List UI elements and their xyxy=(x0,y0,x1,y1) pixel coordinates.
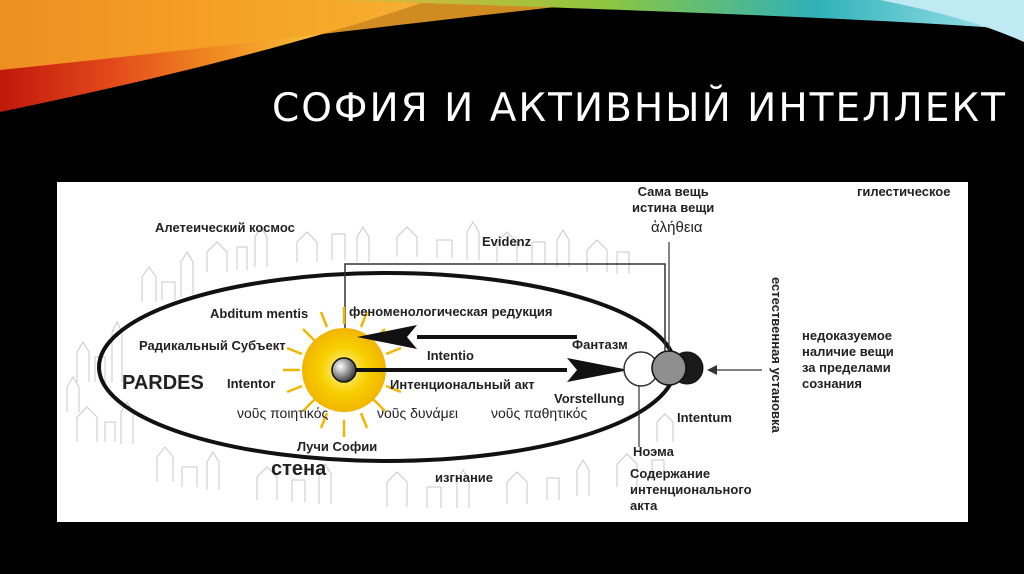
label-exile: изгнание xyxy=(435,470,493,485)
label-fantasm: Фантазм xyxy=(572,337,628,352)
label-nous-poietikos: νοῦς ποιητικός xyxy=(237,406,328,421)
banner-orange-stripe xyxy=(0,0,620,70)
label-radical-subject: Радикальный Субъект xyxy=(139,338,286,353)
label-rays-of-sophia: Лучи Софии xyxy=(297,439,377,454)
intentional-act-arrowhead xyxy=(567,358,629,382)
label-intentum: Intentum xyxy=(677,410,732,425)
label-aletheia: ἀλήθεια xyxy=(651,220,703,235)
label-abditum-mentis: Abditum mentis xyxy=(210,306,308,321)
thing-itself-circle-grey xyxy=(652,351,686,385)
label-wall: стена xyxy=(271,462,326,477)
natural-attitude-arrowhead xyxy=(707,365,717,375)
label-aletheic-cosmos: Алетеический космос xyxy=(155,220,295,235)
label-phenomenological-reduction: феноменологическая редукция xyxy=(349,304,552,319)
label-noema: Ноэма xyxy=(633,444,674,459)
label-nous-pathetikos: νοῦς παθητικός xyxy=(491,406,587,421)
label-unprovable-presence: недоказуемое наличие вещи за пределами с… xyxy=(802,328,894,392)
intellect-ball xyxy=(332,358,356,382)
label-nous-dynamei: νοῦς δυνάμει xyxy=(377,406,458,421)
label-content-of-act: Содержание интенционального акта xyxy=(630,466,752,514)
label-thing-itself: Сама вещь истина вещи xyxy=(632,184,714,216)
label-intentio: Intentio xyxy=(427,348,474,363)
label-vorstellung: Vorstellung xyxy=(554,391,625,406)
diagram-panel: Алетеический космос Evidenz Сама вещь ис… xyxy=(57,182,968,522)
label-hyletic: гилестическое xyxy=(857,184,950,199)
label-intentional-act: Интенциональный акт xyxy=(390,377,535,392)
label-natural-attitude: естественная установка xyxy=(769,277,784,433)
slide-title: СОФИЯ И АКТИВНЫЙ ИНТЕЛЛЕКТ xyxy=(272,86,992,131)
label-intentor: Intentor xyxy=(227,376,275,391)
label-evidenz: Evidenz xyxy=(482,234,531,249)
label-pardes: PARDES xyxy=(122,376,204,391)
